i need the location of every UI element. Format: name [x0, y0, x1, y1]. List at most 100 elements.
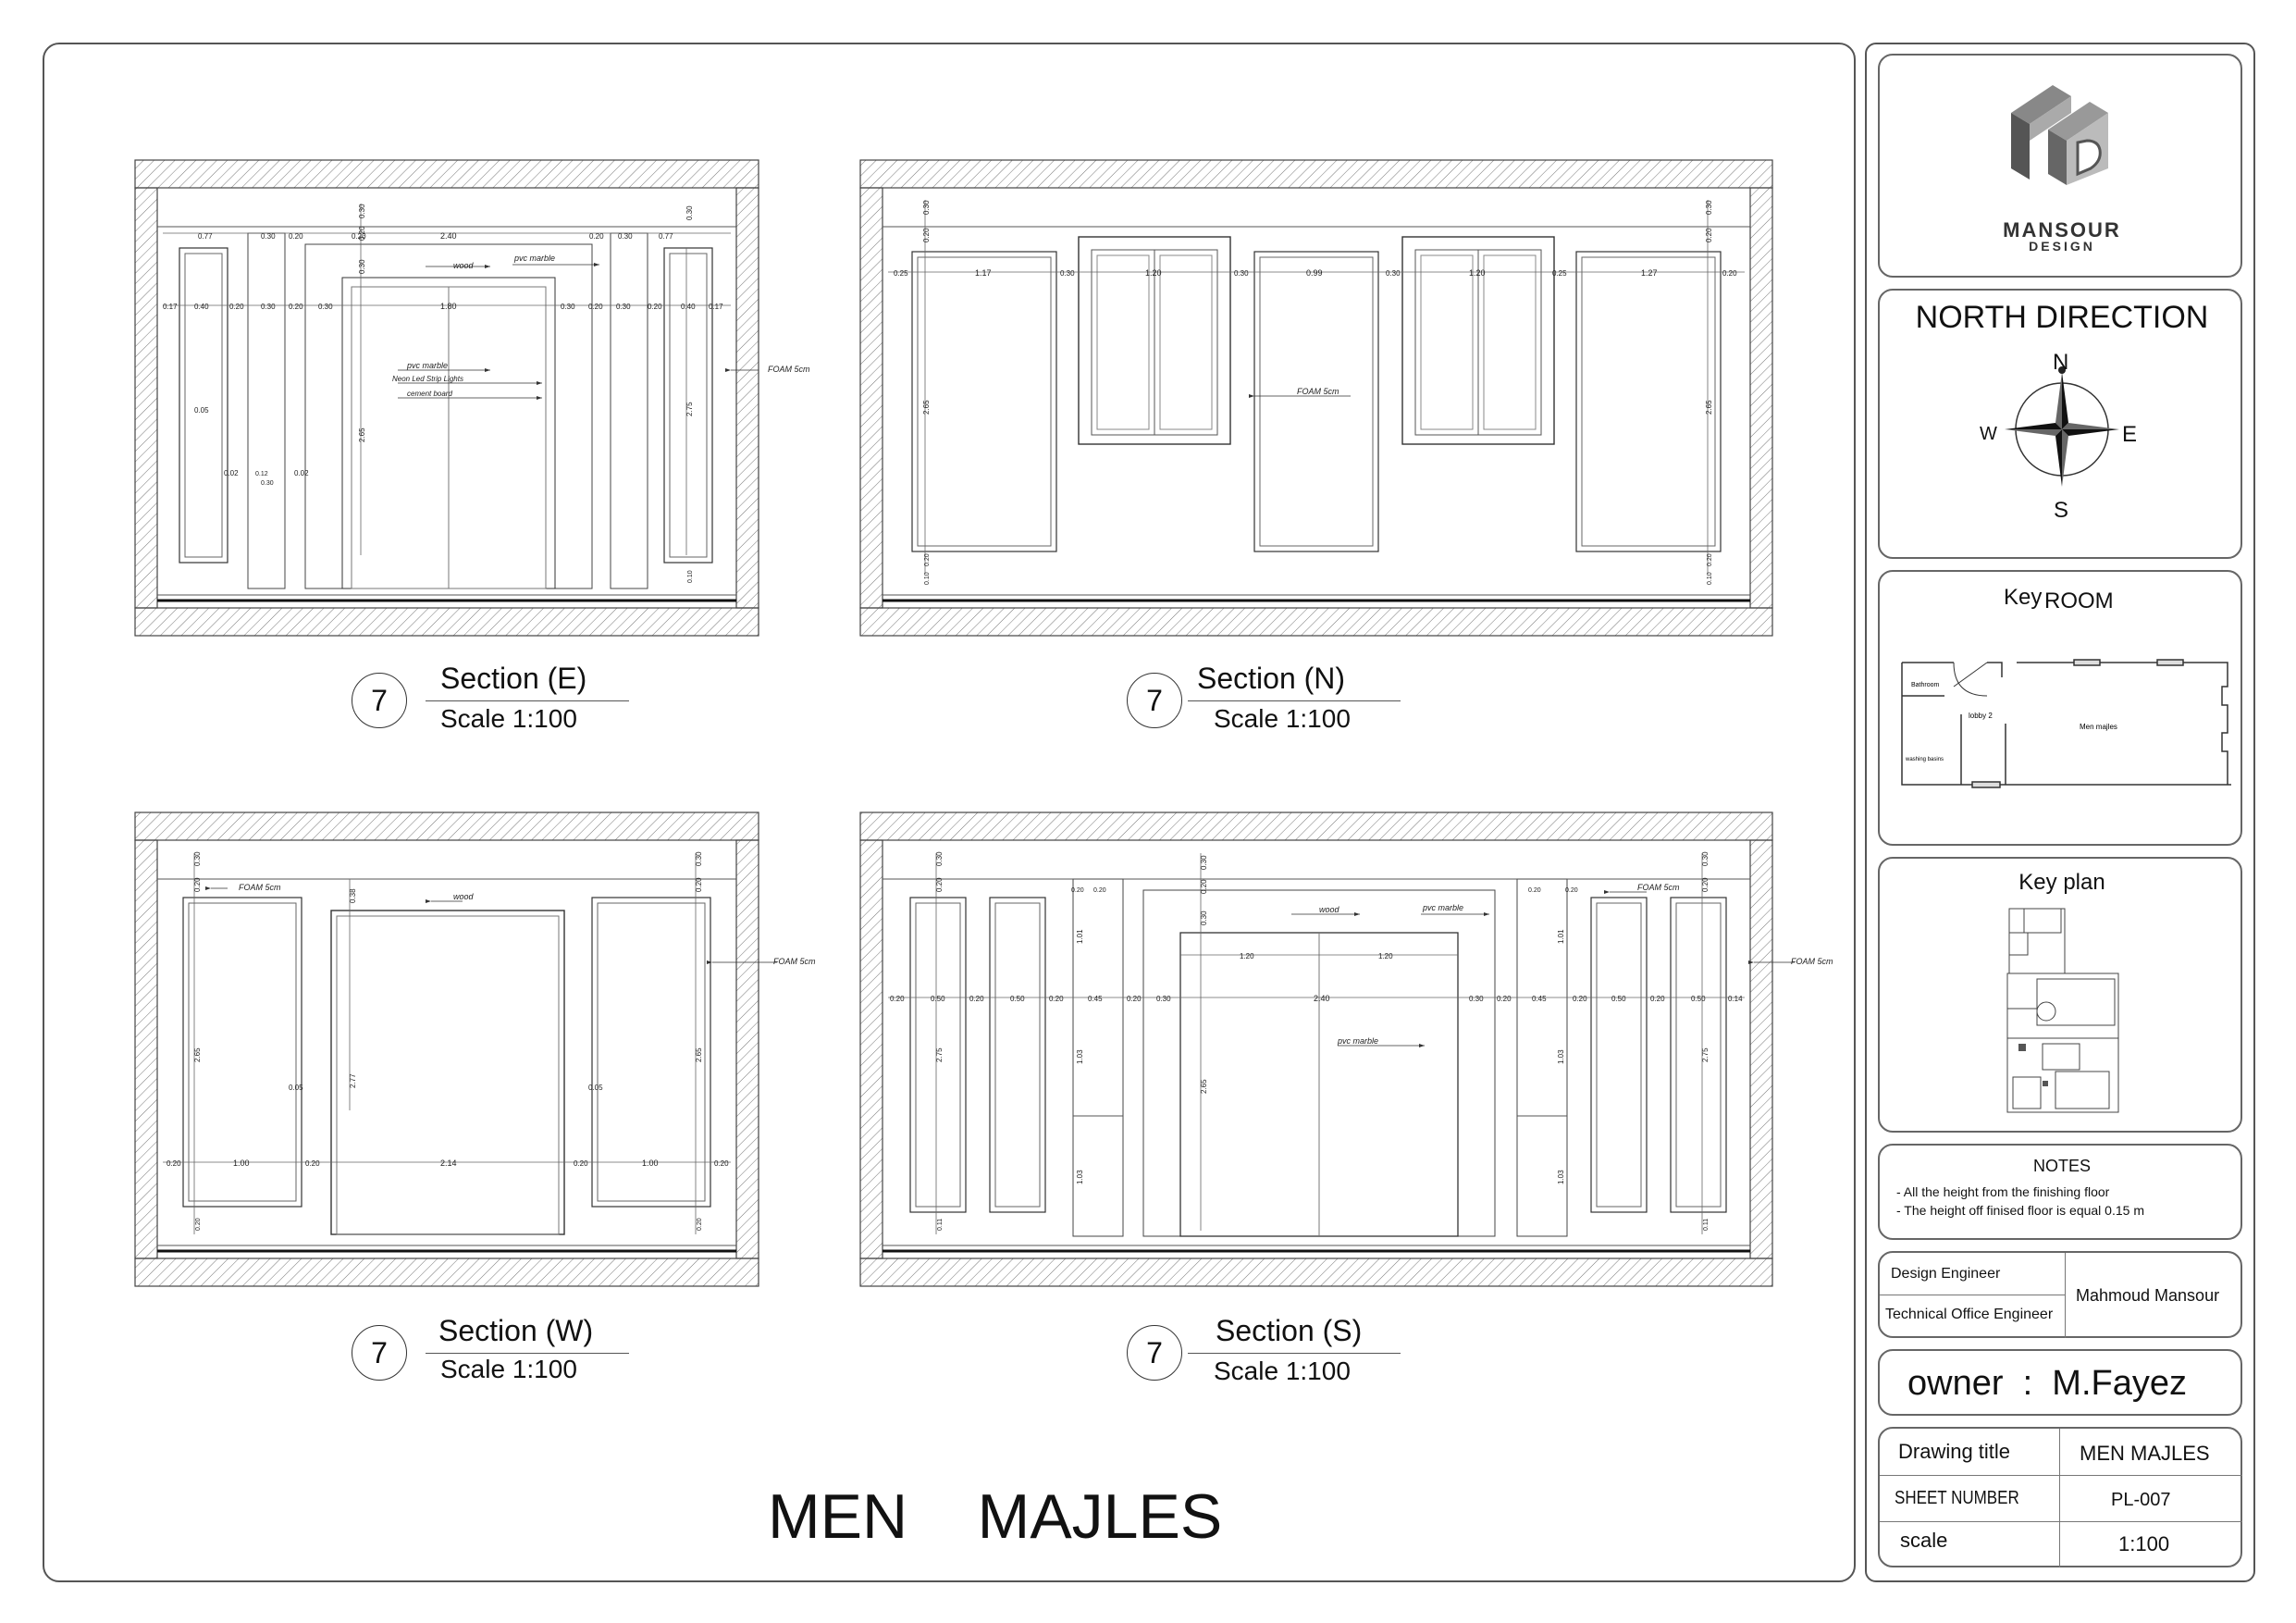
drawing-title-value: MEN MAJLES [2080, 1442, 2210, 1465]
right-wall [1749, 839, 1773, 1259]
dimension-label: 0.77 [659, 232, 673, 241]
info-column-divider [2059, 1429, 2060, 1567]
dimension-label: 0.50 [931, 995, 945, 1003]
section-scale: Scale 1:100 [1214, 1357, 1351, 1385]
dimension-label: 1.17 [975, 268, 992, 278]
dimension-label: 0.20 [1200, 879, 1208, 894]
dimension-label: 2.65 [1705, 400, 1713, 415]
dimension-label: 0.20 [193, 877, 202, 892]
dimension-label: 0.20 [1497, 995, 1512, 1003]
dimension-label: 0.20 [924, 553, 931, 566]
dimension-label: wood [453, 892, 475, 901]
dimension-label: 1.01 [1557, 929, 1565, 944]
key-plan-panel: Key plan [1878, 857, 2242, 1133]
compass-n-label: N [2053, 350, 2069, 375]
section-s-caption: 7 Section (S) Scale 1:100 [1127, 1314, 1423, 1388]
window-pane [1096, 254, 1150, 430]
dimension-label: cement board [407, 390, 452, 398]
dimension-label: 2.65 [193, 1047, 202, 1062]
ceiling-slab [134, 159, 759, 189]
dimension-label: wood [453, 261, 475, 270]
section-title: Section (N) [1197, 662, 1346, 695]
section-scale: Scale 1:100 [1214, 704, 1351, 733]
arrow-head [1484, 912, 1489, 916]
technical-engineer-label: Technical Office Engineer [1885, 1307, 2054, 1322]
dimension-label: 0.20 [1650, 995, 1665, 1003]
ceiling-slab [134, 812, 759, 841]
section-number-badge: 7 [352, 1325, 407, 1381]
title-block-frame [1865, 43, 2255, 1582]
dimension-label: 1.01 [1076, 929, 1084, 944]
glass-column [1072, 878, 1124, 1237]
dimension-label: FOAM 5cm [239, 883, 281, 892]
dimension-label: 0.50 [1691, 995, 1706, 1003]
dimension-label: pvc marble [1337, 1036, 1378, 1046]
dimension-label: FOAM 5cm [768, 365, 810, 374]
dimension-label: 0.14 [1728, 995, 1743, 1003]
section-underline [426, 700, 629, 701]
section-underline [1188, 700, 1401, 701]
dimension-label: 1.20 [1469, 268, 1486, 278]
tall-panel [663, 247, 713, 564]
dimension-label: 0.50 [1611, 995, 1626, 1003]
dimension-label: 0.30 [318, 303, 333, 311]
window-frame [1078, 236, 1231, 445]
window-frame [1401, 236, 1555, 445]
section-n-caption: 7 Section (N) Scale 1:100 [1127, 662, 1423, 736]
north-direction-title: NORTH DIRECTION [1915, 300, 2209, 335]
drawing-info-panel: Drawing title MEN MAJLES SHEET NUMBER PL… [1878, 1427, 2242, 1567]
dimension-label: 0.77 [198, 232, 213, 241]
dimension-label: 2.75 [935, 1047, 944, 1062]
section-w-caption: 7 Section (W) Scale 1:100 [352, 1314, 648, 1388]
dimension-label: 0.30 [561, 303, 575, 311]
tall-panel-inner [994, 902, 1041, 1208]
pilaster [610, 232, 648, 589]
tall-panel [182, 897, 302, 1208]
dimension-label: 0.30 [935, 851, 944, 866]
key-room-title-b: ROOM [2044, 588, 2114, 613]
logo-subtitle: DESIGN [2029, 239, 2095, 254]
dimension-label: 0.30 [1060, 269, 1075, 278]
dimension-label: 2.14 [440, 1158, 457, 1168]
dimension-label: 0.30 [695, 851, 703, 866]
floor-slab [134, 1258, 759, 1287]
engineer-name: Mahmoud Mansour [2076, 1286, 2220, 1305]
dimension-label: FOAM 5cm [1297, 387, 1339, 396]
dimension-label: 0.20 [695, 877, 703, 892]
dimension-label: 0.20 [1705, 228, 1713, 242]
dimension-label: 1.03 [1557, 1170, 1565, 1184]
arrow-head [707, 960, 712, 964]
tall-panel-inner [188, 902, 297, 1202]
dimension-label: 0.30 [618, 232, 633, 241]
dimension-label: 2.40 [1314, 994, 1330, 1003]
scale-value: 1:100 [2118, 1532, 2170, 1555]
dimension-label: 0.20 [714, 1159, 729, 1168]
dimension-label: 0.20 [1071, 887, 1084, 894]
tall-panel-inner [915, 902, 961, 1208]
dimension-label: 0.38 [349, 888, 357, 903]
section-number-badge: 7 [1127, 673, 1182, 728]
section-underline [1188, 1353, 1401, 1354]
logo-panel: MANSOUR DESIGN [1878, 54, 2242, 278]
dimension-label: 1.03 [1076, 1049, 1084, 1064]
tall-panel [591, 897, 711, 1208]
engineer-column-divider [2065, 1253, 2066, 1338]
dimension-label: FOAM 5cm [1637, 883, 1680, 892]
tall-panel-inner [1675, 902, 1722, 1208]
scale-label: scale [1900, 1529, 1948, 1552]
dimension-label: 0.20 [1565, 887, 1578, 894]
dimension-label: 0.05 [194, 406, 209, 415]
dimension-label: 0.30 [193, 851, 202, 866]
dimension-label: 0.20 [1707, 553, 1713, 566]
section-title: Section (S) [1216, 1314, 1363, 1347]
dimension-label: 0.20 [1701, 877, 1710, 892]
lobby-label: lobby 2 [1969, 712, 1993, 720]
wall-niche-inner [336, 915, 560, 1235]
dimension-label: 2.65 [922, 400, 931, 415]
dimension-label: 0.30 [1156, 995, 1171, 1003]
dimension-label: 0.17 [709, 303, 723, 311]
dimension-label: 0.45 [1532, 995, 1547, 1003]
tall-panel [989, 897, 1046, 1213]
dimension-label: 0.20 [167, 1159, 181, 1168]
